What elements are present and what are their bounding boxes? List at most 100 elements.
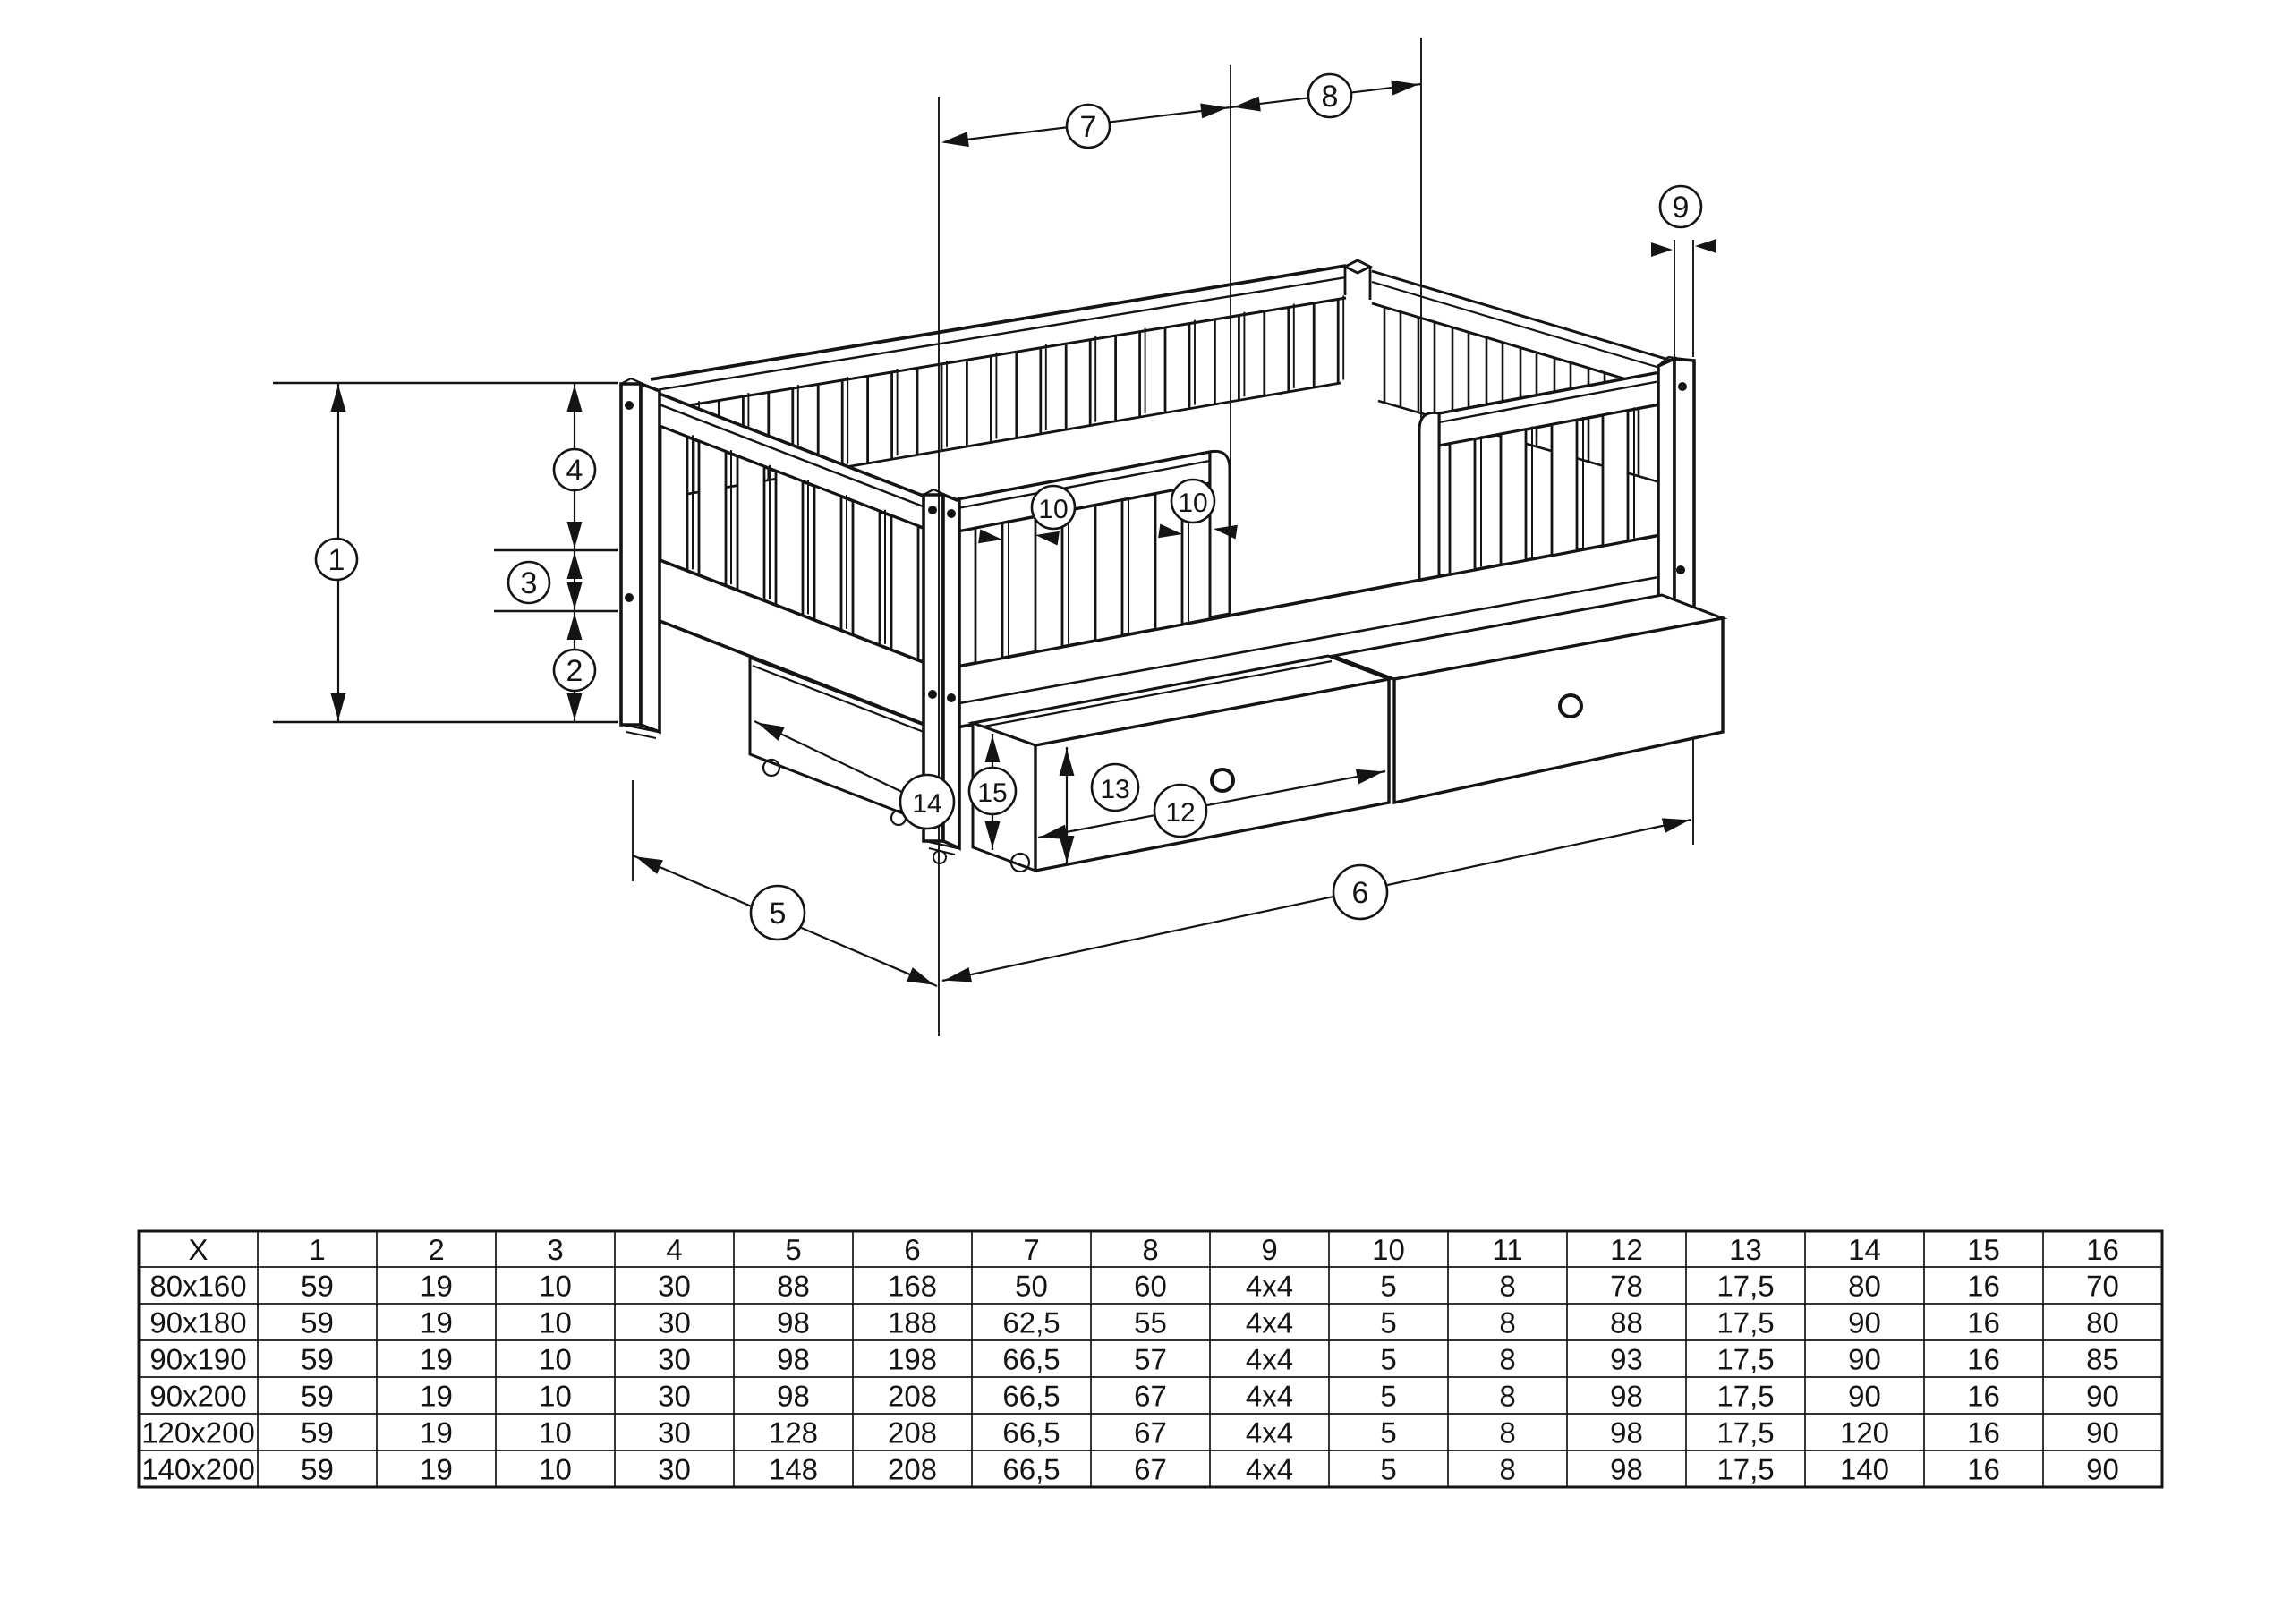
svg-text:98: 98 [1610, 1380, 1643, 1413]
svg-text:2: 2 [566, 654, 583, 688]
svg-text:6: 6 [904, 1233, 920, 1266]
svg-text:10: 10 [1372, 1233, 1405, 1266]
svg-text:16: 16 [2086, 1233, 2119, 1266]
svg-text:4x4: 4x4 [1246, 1380, 1293, 1413]
svg-text:3: 3 [521, 566, 538, 600]
svg-text:59: 59 [301, 1306, 334, 1339]
svg-text:8: 8 [1142, 1233, 1158, 1266]
svg-text:90: 90 [1848, 1343, 1881, 1376]
svg-text:8: 8 [1499, 1416, 1515, 1450]
svg-text:98: 98 [777, 1380, 810, 1413]
svg-text:4: 4 [566, 454, 583, 488]
svg-text:10: 10 [1178, 489, 1207, 518]
svg-text:60: 60 [1134, 1270, 1167, 1303]
svg-text:4x4: 4x4 [1246, 1270, 1293, 1303]
svg-text:59: 59 [301, 1380, 334, 1413]
svg-text:85: 85 [2086, 1343, 2119, 1376]
svg-text:5: 5 [785, 1233, 801, 1266]
svg-text:5: 5 [1380, 1306, 1396, 1339]
svg-text:50: 50 [1015, 1270, 1048, 1303]
svg-text:1: 1 [309, 1233, 325, 1266]
svg-text:5: 5 [770, 897, 787, 931]
svg-text:13: 13 [1100, 775, 1129, 804]
svg-text:168: 168 [888, 1270, 937, 1303]
svg-text:128: 128 [769, 1416, 818, 1450]
svg-text:90: 90 [2086, 1453, 2119, 1486]
svg-text:208: 208 [888, 1416, 937, 1450]
svg-text:12: 12 [1165, 798, 1195, 828]
svg-text:1: 1 [328, 543, 345, 577]
svg-text:90x190: 90x190 [149, 1343, 246, 1376]
svg-text:5: 5 [1380, 1380, 1396, 1413]
svg-text:10: 10 [539, 1380, 572, 1413]
svg-text:140x200: 140x200 [141, 1453, 255, 1486]
svg-text:8: 8 [1499, 1343, 1515, 1376]
svg-text:98: 98 [777, 1306, 810, 1339]
svg-text:17,5: 17,5 [1716, 1453, 1774, 1486]
svg-text:4: 4 [666, 1233, 682, 1266]
svg-text:120: 120 [1840, 1416, 1889, 1450]
svg-text:148: 148 [769, 1453, 818, 1486]
svg-text:120x200: 120x200 [141, 1416, 255, 1450]
svg-text:198: 198 [888, 1343, 937, 1376]
svg-text:8: 8 [1499, 1380, 1515, 1413]
svg-text:208: 208 [888, 1453, 937, 1486]
svg-text:30: 30 [658, 1270, 691, 1303]
svg-text:208: 208 [888, 1380, 937, 1413]
svg-text:14: 14 [912, 789, 941, 819]
svg-text:78: 78 [1610, 1270, 1643, 1303]
svg-text:3: 3 [547, 1233, 563, 1266]
svg-text:10: 10 [539, 1270, 572, 1303]
svg-text:5: 5 [1380, 1453, 1396, 1486]
svg-text:66,5: 66,5 [1002, 1343, 1060, 1376]
svg-text:15: 15 [1967, 1233, 2000, 1266]
svg-text:90: 90 [1848, 1306, 1881, 1339]
svg-text:30: 30 [658, 1416, 691, 1450]
svg-text:17,5: 17,5 [1716, 1343, 1774, 1376]
svg-text:67: 67 [1134, 1380, 1167, 1413]
svg-text:88: 88 [777, 1270, 810, 1303]
svg-text:30: 30 [658, 1380, 691, 1413]
svg-text:57: 57 [1134, 1343, 1167, 1376]
svg-text:19: 19 [420, 1270, 453, 1303]
svg-text:98: 98 [1610, 1416, 1643, 1450]
svg-text:8: 8 [1499, 1306, 1515, 1339]
svg-text:4x4: 4x4 [1246, 1306, 1293, 1339]
svg-text:5: 5 [1380, 1416, 1396, 1450]
svg-text:90: 90 [2086, 1380, 2119, 1413]
svg-text:4x4: 4x4 [1246, 1343, 1293, 1376]
svg-text:59: 59 [301, 1270, 334, 1303]
svg-text:16: 16 [1967, 1380, 2000, 1413]
svg-text:70: 70 [2086, 1270, 2119, 1303]
svg-text:17,5: 17,5 [1716, 1270, 1774, 1303]
svg-text:10: 10 [539, 1416, 572, 1450]
svg-text:7: 7 [1080, 110, 1097, 144]
svg-text:140: 140 [1840, 1453, 1889, 1486]
svg-text:8: 8 [1499, 1453, 1515, 1486]
svg-text:30: 30 [658, 1306, 691, 1339]
svg-text:6: 6 [1352, 876, 1369, 910]
svg-text:80x160: 80x160 [149, 1270, 246, 1303]
svg-text:16: 16 [1967, 1416, 2000, 1450]
svg-text:10: 10 [539, 1306, 572, 1339]
svg-text:88: 88 [1610, 1306, 1643, 1339]
svg-text:80: 80 [2086, 1306, 2119, 1339]
svg-text:66,5: 66,5 [1002, 1380, 1060, 1413]
svg-text:14: 14 [1848, 1233, 1881, 1266]
svg-text:9: 9 [1673, 191, 1690, 225]
svg-text:30: 30 [658, 1453, 691, 1486]
svg-text:15: 15 [977, 778, 1007, 808]
svg-text:62,5: 62,5 [1002, 1306, 1060, 1339]
svg-text:12: 12 [1610, 1233, 1643, 1266]
svg-text:90x180: 90x180 [149, 1306, 246, 1339]
svg-text:59: 59 [301, 1416, 334, 1450]
svg-text:90x200: 90x200 [149, 1380, 246, 1413]
svg-text:16: 16 [1967, 1453, 2000, 1486]
svg-text:5: 5 [1380, 1270, 1396, 1303]
svg-text:17,5: 17,5 [1716, 1306, 1774, 1339]
svg-text:98: 98 [777, 1343, 810, 1376]
svg-text:66,5: 66,5 [1002, 1453, 1060, 1486]
svg-text:19: 19 [420, 1306, 453, 1339]
svg-text:16: 16 [1967, 1343, 2000, 1376]
svg-text:4x4: 4x4 [1246, 1416, 1293, 1450]
